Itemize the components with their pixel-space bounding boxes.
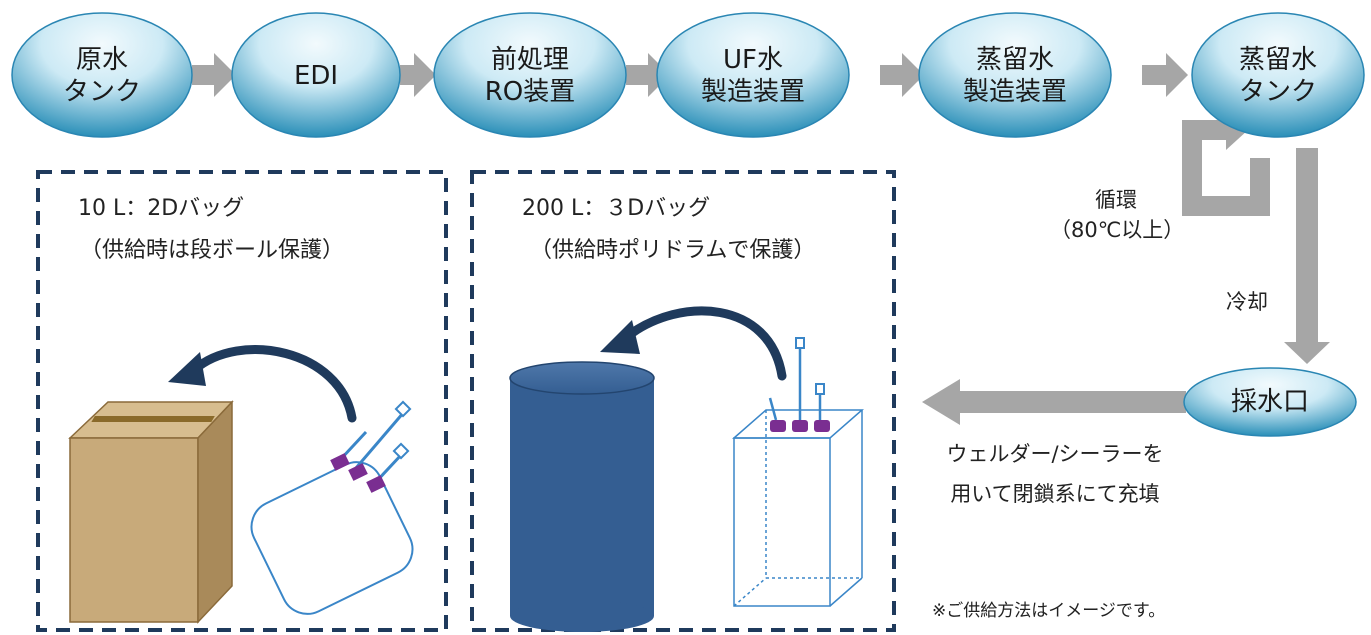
flow-arrow-1 <box>192 53 236 97</box>
node-label-distilled-water-unit: 蒸留水 製造装置 <box>935 44 1095 108</box>
flow-arrow-4 <box>880 53 924 97</box>
node-label-distilled-water-tank: 蒸留水 タンク <box>1198 44 1358 108</box>
cooling-label: 冷却 <box>1226 290 1268 314</box>
bag-2d-illustration <box>250 400 414 615</box>
flow-arrow-2 <box>400 53 436 97</box>
node-line1: EDI <box>293 61 339 91</box>
node-line2: 製造装置 <box>700 77 805 107</box>
cardboard-box-illustration <box>68 400 234 624</box>
flow-node-distilled-water-tank <box>1191 12 1365 138</box>
drum-illustration <box>509 361 655 632</box>
footnote: ※ご供給方法はイメージです。 <box>932 601 1166 621</box>
node-label-edi: EDI <box>236 60 396 92</box>
flow-node-raw-water-tank <box>11 12 193 138</box>
flow-node-shapes <box>11 12 1365 437</box>
circulation-line1: 循環 <box>1095 188 1137 212</box>
node-line2: タンク <box>62 77 141 107</box>
flow-node-outlet <box>1183 367 1357 437</box>
outlet-label: 採水口 <box>1230 387 1309 417</box>
flow-node-uf-water <box>656 12 850 138</box>
flow-node-distilled-water-unit <box>918 12 1112 138</box>
filling-arrow <box>922 379 1186 425</box>
box-10l-title: 10 L：2Dバッグ <box>78 196 245 221</box>
node-line1: 前処理 <box>490 45 569 75</box>
node-line1: 蒸留水 <box>1238 45 1317 75</box>
node-line2: タンク <box>1238 77 1317 107</box>
cooling-arrow <box>1284 148 1330 364</box>
box-200l-subtitle: （供給時ポリドラムで保護） <box>530 238 816 263</box>
flow-arrow-5 <box>1142 53 1188 97</box>
node-label-outlet: 採水口 <box>1190 386 1350 418</box>
node-label-raw-water-tank: 原水 タンク <box>22 44 182 108</box>
filling-label: ウェルダー/シーラーを 用いて閉鎖系にて充填 <box>930 434 1180 514</box>
bag-3d-caps <box>770 420 830 432</box>
filling-line2: 用いて閉鎖系にて充填 <box>950 482 1160 506</box>
box-10l-subtitle: （供給時は段ボール保護） <box>80 238 345 263</box>
curved-arrow-10l <box>168 345 357 423</box>
box-10l-border <box>36 170 448 632</box>
node-line1: 原水 <box>75 45 128 75</box>
circulation-line2: （80℃以上） <box>1050 218 1185 242</box>
bag-3d-illustration <box>732 337 864 607</box>
node-line1: UF水 <box>723 45 783 75</box>
flow-node-edi <box>231 12 401 138</box>
circulation-label: 循環 （80℃以上） <box>1050 184 1185 244</box>
node-line2: 製造装置 <box>962 77 1067 107</box>
node-line2: RO装置 <box>484 77 576 107</box>
node-label-uf-water: UF水 製造装置 <box>673 44 833 108</box>
filling-line1: ウェルダー/シーラーを <box>946 442 1164 466</box>
curved-arrow-200l <box>600 306 787 381</box>
node-line1: 蒸留水 <box>975 45 1054 75</box>
box-200l-border <box>470 170 896 632</box>
node-label-pretreatment-ro: 前処理 RO装置 <box>450 44 610 108</box>
flow-node-pretreatment-ro <box>433 12 627 138</box>
box-200l-title: 200 L：３Dバッグ <box>522 196 711 221</box>
